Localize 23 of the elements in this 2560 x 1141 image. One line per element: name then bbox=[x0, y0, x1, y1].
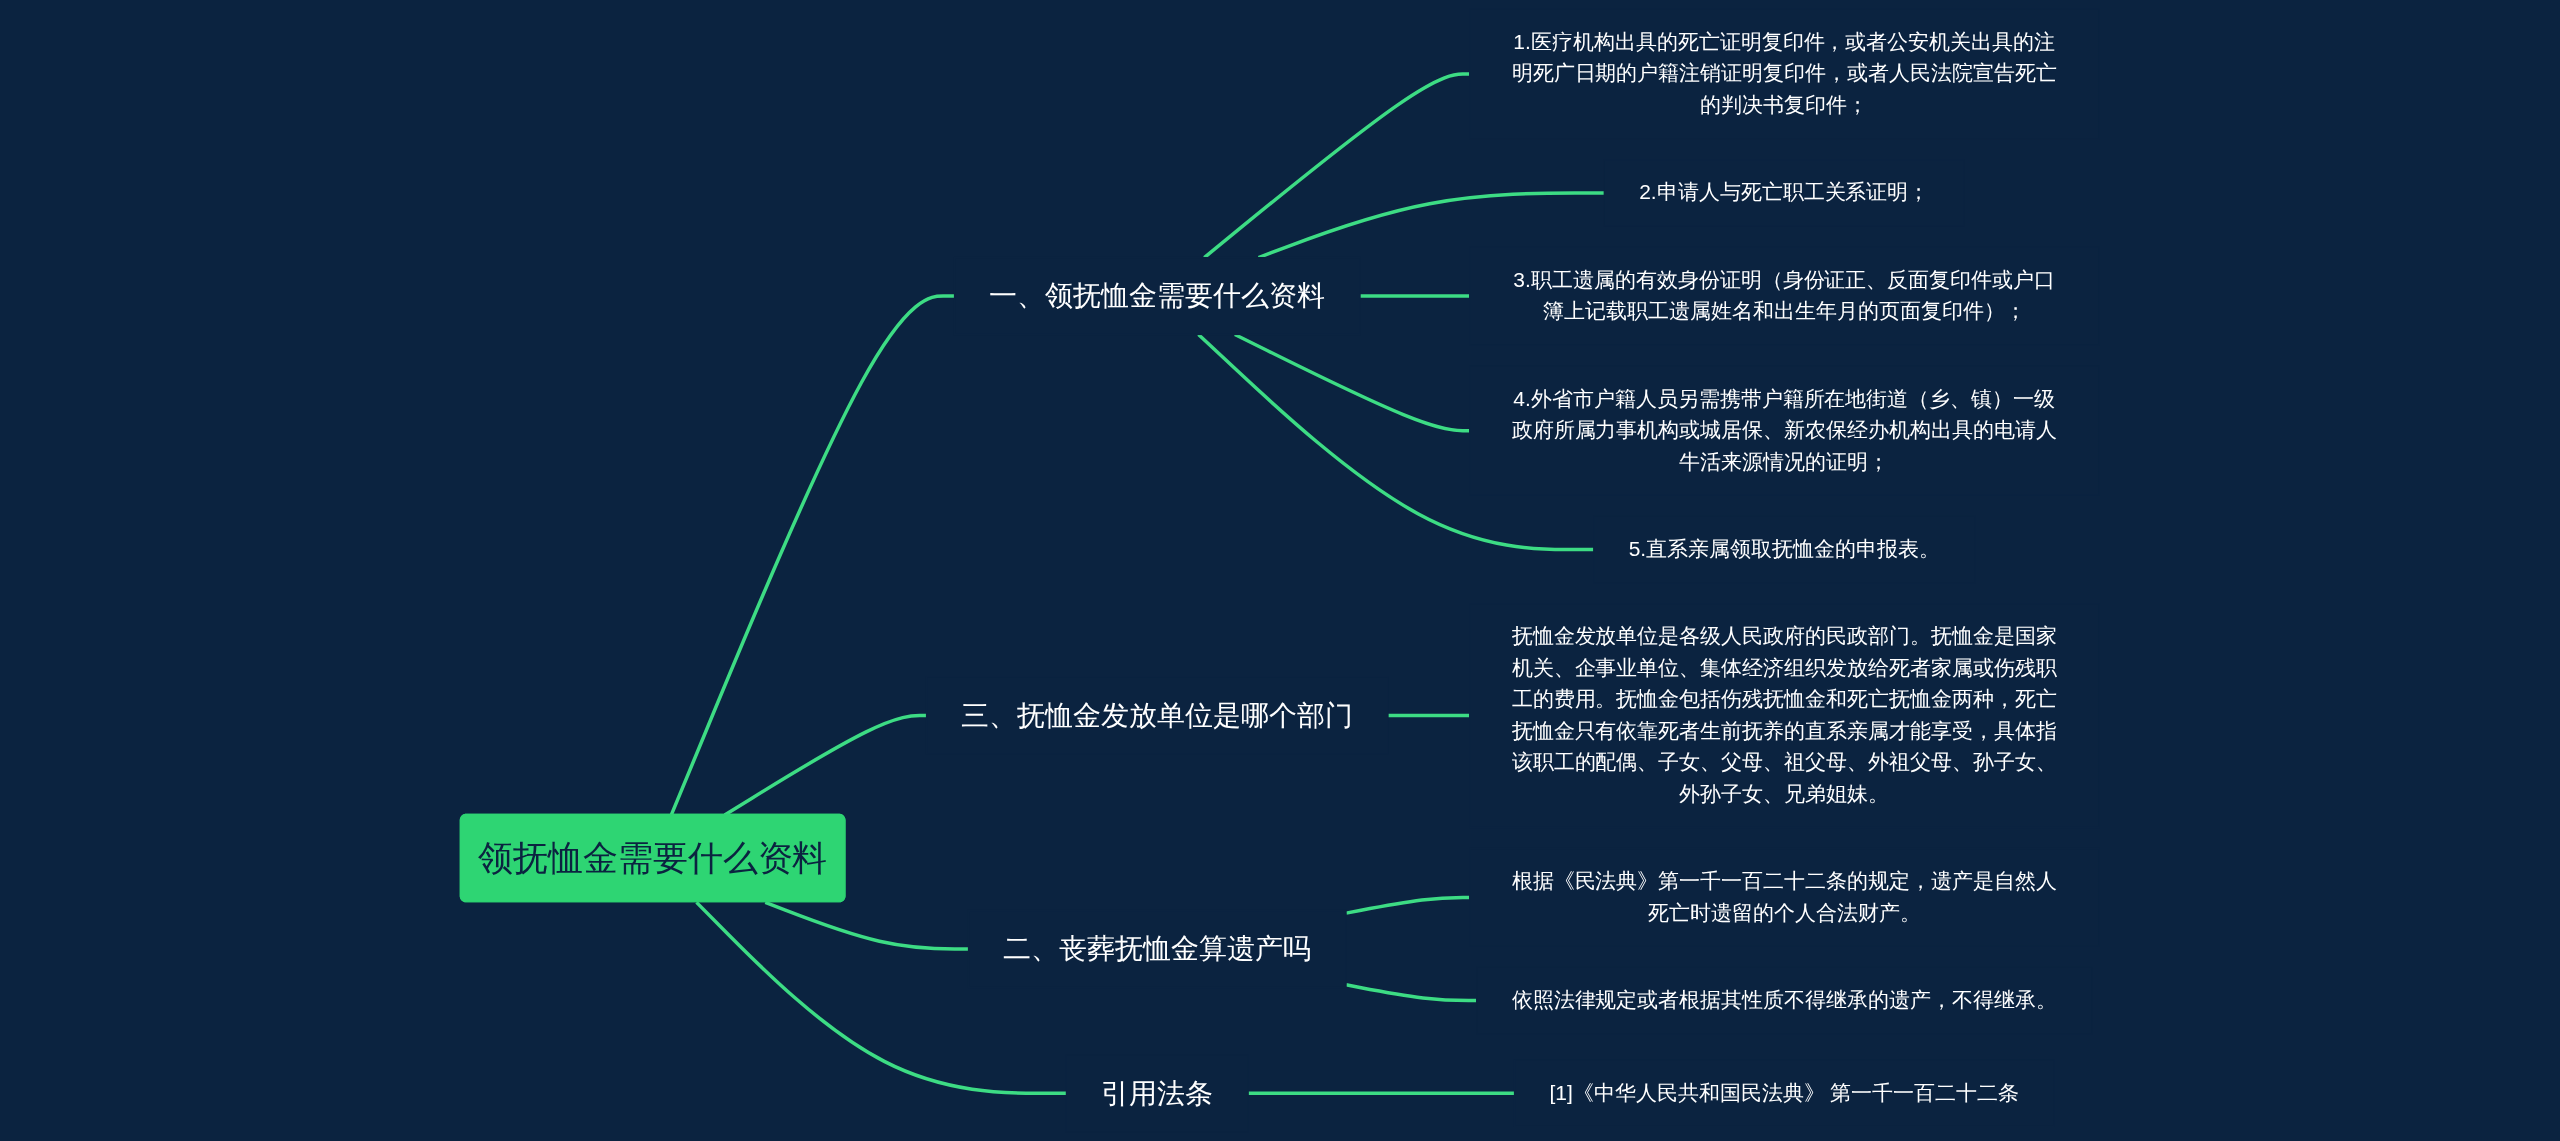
connector bbox=[1346, 983, 1477, 1003]
connector bbox=[1388, 713, 1470, 718]
node-text: 一、领抚恤金需要什么资料 bbox=[989, 279, 1326, 312]
node-text: 根据《民法典》第一千一百二十二条的规定，遗产是自然人死亡时遗留的个人合法财产。 bbox=[1511, 869, 2058, 925]
connector bbox=[695, 901, 1067, 1095]
node-text: 引用法条 bbox=[1101, 1076, 1214, 1109]
node-text: [1]《中华人民共和国民法典》 第一千一百二十二条 bbox=[1549, 1080, 2020, 1105]
connector bbox=[1203, 72, 1470, 259]
node-text: 5.直系亲属领取抚恤金的申报表。 bbox=[1629, 537, 1941, 561]
connector bbox=[1248, 1091, 1515, 1095]
node-text: 2.申请人与死亡职工关系证明； bbox=[1639, 180, 1930, 204]
connector bbox=[1360, 294, 1470, 298]
node-text: 二、丧葬抚恤金算遗产吗 bbox=[1003, 932, 1312, 965]
node-text: 三、抚恤金发放单位是哪个部门 bbox=[961, 699, 1354, 731]
connector bbox=[1197, 333, 1595, 552]
node-text: 3.职工遗属的有效身份证明（身份证正、反面复印件或户口簿上记载职工遗属姓名和出生年月的页面复印件）； bbox=[1513, 268, 2056, 323]
node-text: 4.外省市户籍人员另需携带户籍所在地街道（乡、镇）一级政府所属力事机构或城居保、新农保经办机构出具的电请人牛活来源情况的证明； bbox=[1511, 386, 2058, 474]
node-text: 依照法律规定或者根据其性质不得继承的遗产，不得继承。 bbox=[1511, 988, 2058, 1012]
connector bbox=[670, 294, 955, 816]
connector bbox=[765, 900, 969, 951]
node-text: 1.医疗机构出具的死亡证明复印件，或者公安机关出具的注明死广日期的户籍注销证明复印件，或者人民法院宣告死亡的判决书复印件； bbox=[1511, 30, 2058, 117]
connector bbox=[1346, 895, 1470, 915]
node-text: 抚恤金发放单位是各级人民政府的民政部门。抚恤金是国家机关、企事业单位、集体经济组织发放给死者家属或伤残职工的费用。抚恤金包括伤残抚恤金和死亡抚恤金两种，死亡抚恤金只有依靠死者生前抚养的直系亲属才能享受，具体指该职工的配偶、子女、父母、祖父母、外祖父母、孙子女、外孙子女、兄弟姐妹。 bbox=[1511, 624, 2058, 806]
